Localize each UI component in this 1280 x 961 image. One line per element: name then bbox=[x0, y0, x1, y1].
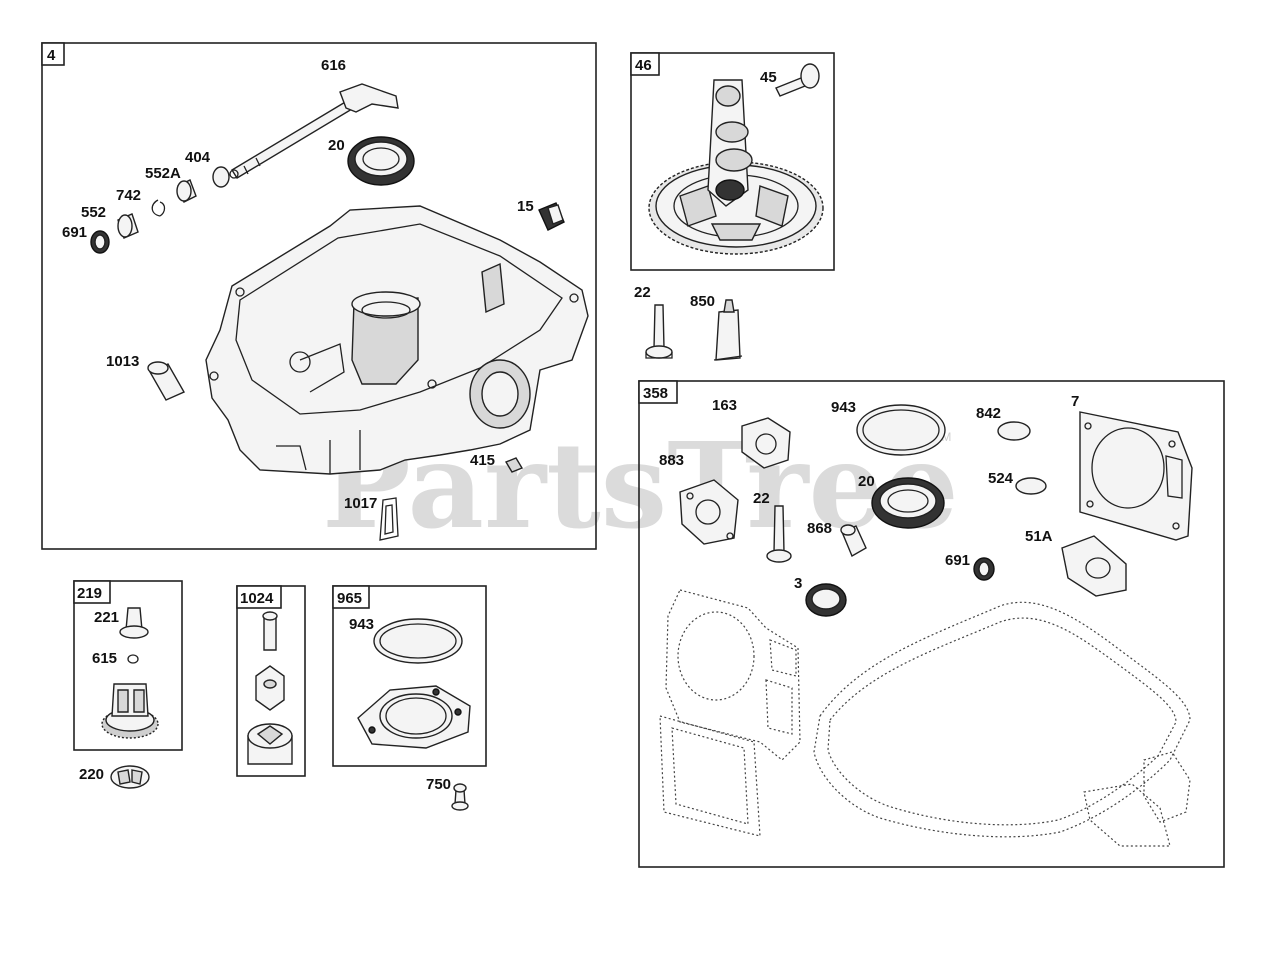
pump-shaft-part[interactable] bbox=[262, 611, 278, 651]
bolt-part[interactable] bbox=[645, 304, 673, 359]
callout-label: 220 bbox=[79, 766, 104, 783]
sealant-tube-part[interactable] bbox=[713, 299, 743, 361]
group-46-camshaft[interactable]: 46 45 bbox=[630, 52, 835, 271]
small-plug-part[interactable] bbox=[504, 457, 524, 473]
pump-outer-rotor-part[interactable] bbox=[247, 723, 293, 765]
callout-label: 20 bbox=[858, 473, 875, 490]
callout-label: 742 bbox=[116, 187, 141, 204]
dowel-sleeve-part[interactable] bbox=[147, 361, 185, 401]
callout-label: 22 bbox=[634, 284, 651, 301]
valve-seal-part[interactable] bbox=[840, 524, 867, 558]
callout-label: 404 bbox=[185, 149, 211, 166]
breather-gasket-part[interactable] bbox=[379, 497, 399, 541]
callout-label: 552A bbox=[145, 165, 181, 182]
seal-part[interactable] bbox=[90, 230, 110, 254]
callout-label: 524 bbox=[988, 470, 1014, 487]
callout-label: 850 bbox=[690, 293, 715, 310]
compression-release-pin-part[interactable] bbox=[775, 63, 820, 97]
callout-label: 943 bbox=[349, 616, 374, 633]
filter-adapter-gasket-part[interactable] bbox=[357, 685, 471, 749]
group-tag: 965 bbox=[337, 590, 362, 607]
crankcase-gasket-outline[interactable] bbox=[813, 601, 1191, 838]
bushing-part[interactable] bbox=[176, 179, 197, 203]
governor-gear-washer-part[interactable] bbox=[110, 765, 150, 789]
callout-label: 7 bbox=[1071, 393, 1079, 410]
callout-label: 616 bbox=[321, 57, 346, 74]
callout-label: 552 bbox=[81, 204, 106, 221]
callout-label: 22 bbox=[753, 490, 770, 507]
washer-part[interactable] bbox=[212, 166, 230, 188]
governor-cup-part[interactable] bbox=[119, 607, 149, 639]
callout-label: 750 bbox=[426, 776, 451, 793]
plug-part[interactable] bbox=[538, 202, 565, 231]
valve-cover-gasket-outline[interactable] bbox=[659, 715, 761, 837]
callout-label: 943 bbox=[831, 399, 856, 416]
callout-label: 20 bbox=[328, 137, 345, 154]
callout-label: 3 bbox=[794, 575, 802, 592]
retaining-ring-part[interactable] bbox=[151, 199, 166, 217]
pump-inner-rotor-part[interactable] bbox=[255, 665, 285, 711]
breather-gasket-outline[interactable] bbox=[1083, 783, 1171, 847]
seal-part-2[interactable] bbox=[973, 557, 995, 581]
callout-label: 883 bbox=[659, 452, 684, 469]
callout-label: 615 bbox=[92, 650, 117, 667]
o-ring-small-part[interactable] bbox=[997, 421, 1031, 441]
retaining-ring-part-2[interactable] bbox=[127, 654, 139, 664]
callout-label: 691 bbox=[945, 552, 970, 569]
fitting-part[interactable] bbox=[451, 783, 469, 811]
callout-label: 163 bbox=[712, 397, 737, 414]
group-358-gasket-set[interactable]: 358 bbox=[638, 380, 1225, 868]
oil-seal-part[interactable] bbox=[347, 136, 415, 186]
group-tag: 219 bbox=[77, 585, 102, 602]
o-ring-part-2[interactable] bbox=[1015, 477, 1047, 495]
callout-label: 842 bbox=[976, 405, 1001, 422]
callout-label: 1013 bbox=[106, 353, 139, 370]
o-ring-part[interactable] bbox=[856, 404, 946, 456]
intake-spacer-gasket-part[interactable] bbox=[679, 479, 739, 545]
callout-label: 221 bbox=[94, 609, 119, 626]
small-gasket-outline[interactable] bbox=[1143, 751, 1191, 823]
carburetor-gasket-part[interactable] bbox=[1061, 535, 1127, 597]
bushing-part-2[interactable] bbox=[117, 213, 139, 239]
callout-label: 868 bbox=[807, 520, 832, 537]
callout-label: 51A bbox=[1025, 528, 1053, 545]
callout-label: 415 bbox=[470, 452, 495, 469]
group-965-filter-adapter[interactable]: 965 943 bbox=[332, 585, 487, 767]
group-219-governor-gear[interactable]: 219 221 615 bbox=[73, 580, 183, 751]
governor-shaft-part[interactable] bbox=[229, 83, 399, 179]
governor-gear-part[interactable] bbox=[101, 683, 159, 739]
callout-label: 1017 bbox=[344, 495, 377, 512]
crankcase-cover-part[interactable] bbox=[205, 205, 589, 475]
group-tag: 1024 bbox=[240, 590, 274, 607]
bolt-part-2[interactable] bbox=[766, 505, 792, 563]
callout-label: 45 bbox=[760, 69, 777, 86]
cylinder-head-gasket-outline[interactable] bbox=[665, 589, 801, 761]
group-4-crankcase-cover[interactable]: 4 bbox=[41, 42, 597, 550]
oil-seal-part-2[interactable] bbox=[871, 477, 945, 529]
oil-seal-part-3[interactable] bbox=[805, 583, 847, 617]
group-tag: 4 bbox=[47, 47, 56, 64]
intake-gasket-part[interactable] bbox=[741, 417, 791, 469]
group-1024-oil-pump[interactable]: 1024 bbox=[236, 585, 306, 777]
camshaft-gear-part[interactable] bbox=[648, 79, 824, 255]
cylinder-head-gasket-part[interactable] bbox=[1079, 411, 1193, 541]
group-tag: 46 bbox=[635, 57, 652, 74]
callout-label: 15 bbox=[517, 198, 534, 215]
o-ring-part-3[interactable] bbox=[373, 618, 463, 664]
group-tag: 358 bbox=[643, 385, 668, 402]
callout-label: 691 bbox=[62, 224, 87, 241]
